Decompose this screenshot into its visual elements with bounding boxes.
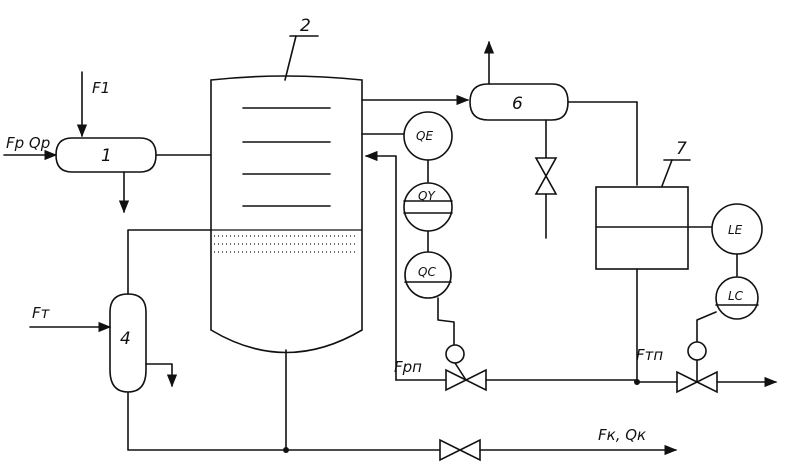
lc-instrument: LC <box>715 276 759 320</box>
qc-valve-signal <box>437 297 455 345</box>
bottom-product-valve[interactable] <box>439 438 481 462</box>
qc-stem <box>454 362 467 381</box>
reflux-line <box>364 150 397 381</box>
le-instrument: LE <box>711 203 763 255</box>
top-product-valve[interactable] <box>676 370 718 394</box>
junction-dot-bottom <box>283 447 289 453</box>
qc-label: QC <box>418 265 436 279</box>
condenser-6: 6 <box>469 83 569 121</box>
qe-instrument: QE <box>403 111 453 161</box>
feed-label: Fр Qр <box>6 134 50 152</box>
qc-instrument: QC <box>404 251 452 299</box>
heater-1: 1 <box>55 137 157 173</box>
qe-label: QE <box>416 129 433 143</box>
condenser-6-label: 6 <box>512 94 523 114</box>
lc-actuator <box>687 341 707 361</box>
condenser-drain-valve[interactable] <box>534 157 558 195</box>
drum-label: 7 <box>676 139 687 159</box>
condensate-line <box>145 363 178 388</box>
top-label: Fтп <box>636 346 663 364</box>
reboiler-4: 4 <box>109 293 147 393</box>
lc-label: LC <box>728 289 744 303</box>
column-leader <box>284 35 297 81</box>
f1-label: F1 <box>92 79 110 97</box>
qy-label: QY <box>418 189 436 203</box>
steam-label: Fт <box>32 304 51 322</box>
column-2: 2 <box>210 16 363 354</box>
le-label: LE <box>728 223 743 237</box>
product-label: Fк, Qк <box>598 426 646 444</box>
drum-7: 7 <box>595 139 691 270</box>
reboiler-return-line <box>127 229 212 295</box>
qc-actuator <box>445 344 465 364</box>
reflux-label: Fрп <box>394 358 422 376</box>
lc-valve-signal <box>696 311 717 343</box>
heater-1-label: 1 <box>101 146 112 166</box>
reboiler-label: 4 <box>120 329 131 349</box>
bottom-line-a <box>127 391 441 451</box>
column-label: 2 <box>300 16 311 36</box>
qy-instrument: QY <box>403 182 453 232</box>
